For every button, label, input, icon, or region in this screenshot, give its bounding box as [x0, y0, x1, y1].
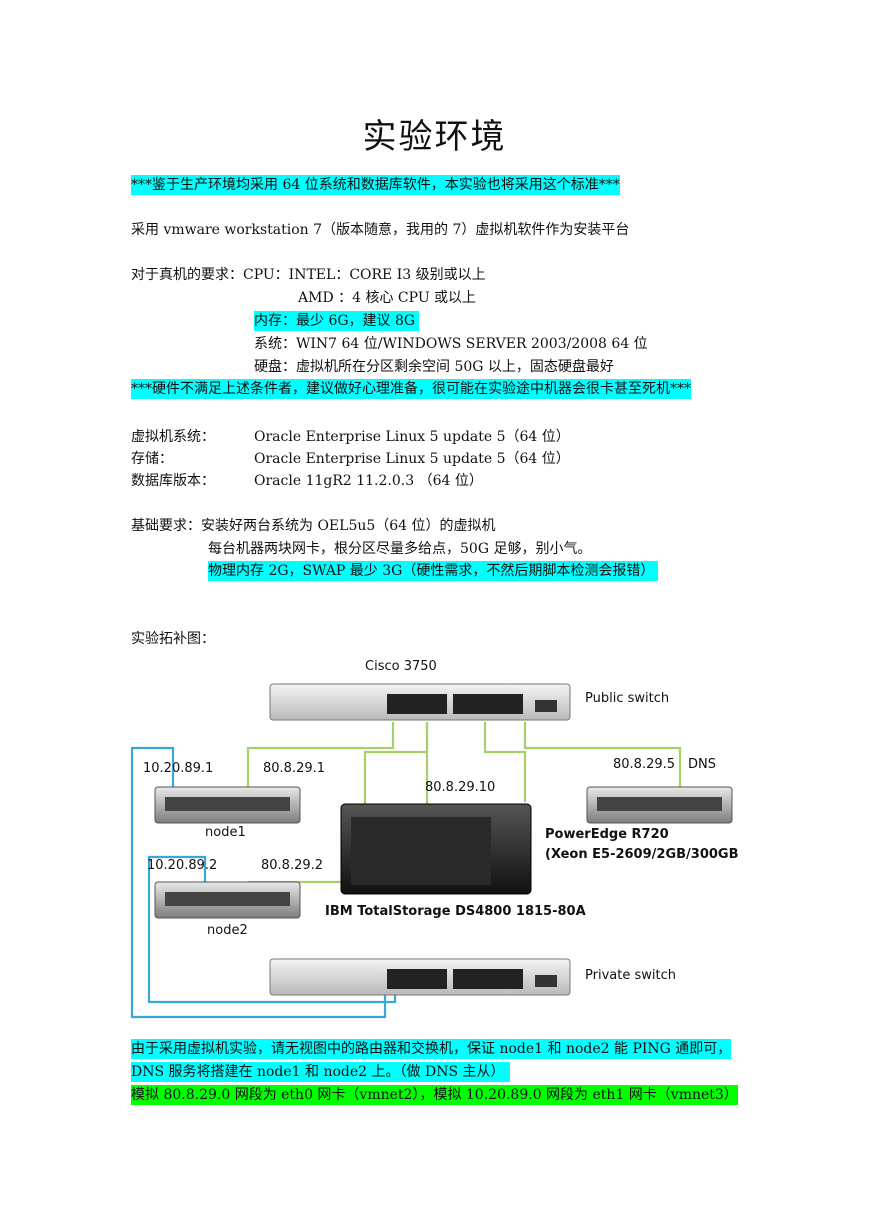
label-storage: IBM TotalStorage DS4800 1815-80A [325, 904, 586, 919]
topology-diagram: Cisco 3750 Public switch Private switch … [130, 659, 738, 1019]
footer-note-1: 由于采用虚拟机实验，请无视图中的路由器和交换机，保证 node1 和 node2… [131, 1039, 732, 1059]
notice-standard: ***鉴于生产环境均采用 64 位系统和数据库软件，本实验也将采用这个标准*** [131, 175, 620, 195]
footer-note-2: DNS 服务将搭建在 node1 和 node2 上。（做 DNS 主从） [131, 1062, 511, 1082]
sw-label-2: 数据库版本： [131, 473, 215, 489]
sw-value-0: Oracle Enterprise Linux 5 update 5（64 位） [254, 429, 570, 445]
label-public-switch: Public switch [585, 691, 669, 706]
hw-disk: 硬盘：虚拟机所在分区剩余空间 50G 以上，固态硬盘最好 [254, 359, 614, 375]
basic-req-3: 物理内存 2G，SWAP 最少 3G（硬性需求，不然后期脚本检测会报错） [208, 561, 659, 581]
sw-value-1: Oracle Enterprise Linux 5 update 5（64 位） [254, 451, 570, 467]
label-server-model: PowerEdge R720 [545, 827, 669, 842]
label-node2: node2 [207, 923, 248, 938]
label-server-spec: (Xeon E5-2609/2GB/300GB [545, 847, 738, 862]
public-switch [269, 683, 571, 721]
label-private-switch: Private switch [585, 968, 676, 983]
sw-value-2: Oracle 11gR2 11.2.0.3 （64 位） [254, 473, 483, 489]
hw-os: 系统：WIN7 64 位/WINDOWS SERVER 2003/2008 64… [254, 336, 648, 352]
label-node2-public-ip: 80.8.29.2 [261, 858, 323, 873]
label-storage-ip: 80.8.29.10 [425, 780, 495, 795]
node2-server [154, 881, 301, 919]
hw-cpu: 对于真机的要求：CPU：INTEL：CORE I3 级别或以上 [131, 267, 486, 283]
platform-line: 采用 vmware workstation 7（版本随意，我用的 7）虚拟机软件… [131, 222, 630, 238]
label-node1-private-ip: 10.20.89.1 [143, 761, 213, 776]
storage-unit [340, 803, 532, 895]
notice-hardware: ***硬件不满足上述条件者，建议做好心理准备，很可能在实验途中机器会很卡甚至死机… [131, 379, 691, 399]
basic-req-1: 基础要求：安装好两台系统为 OEL5u5（64 位）的虚拟机 [131, 518, 496, 534]
private-switch [269, 958, 571, 996]
dns-server [586, 786, 733, 824]
topology-label: 实验拓补图： [131, 631, 215, 647]
hw-memory: 内存：最少 6G，建议 8G [254, 311, 420, 331]
label-dns: DNS [688, 757, 716, 772]
label-dns-ip: 80.8.29.5 [613, 757, 675, 772]
label-cisco: Cisco 3750 [365, 659, 437, 674]
sw-label-0: 虚拟机系统： [131, 429, 215, 445]
footer-note-3: 模拟 80.8.29.0 网段为 eth0 网卡（vmnet2），模拟 10.2… [131, 1085, 738, 1105]
label-node1-public-ip: 80.8.29.1 [263, 761, 325, 776]
label-node2-private-ip: 10.20.89.2 [147, 858, 217, 873]
basic-req-2: 每台机器两块网卡，根分区尽量多给点，50G 足够，别小气。 [208, 541, 592, 557]
page-title: 实验环境 [362, 117, 507, 157]
node1-server [154, 786, 301, 824]
label-node1: node1 [205, 825, 246, 840]
hw-amd: AMD ：4 核心 CPU 或以上 [298, 290, 477, 306]
sw-label-1: 存储： [131, 451, 173, 467]
